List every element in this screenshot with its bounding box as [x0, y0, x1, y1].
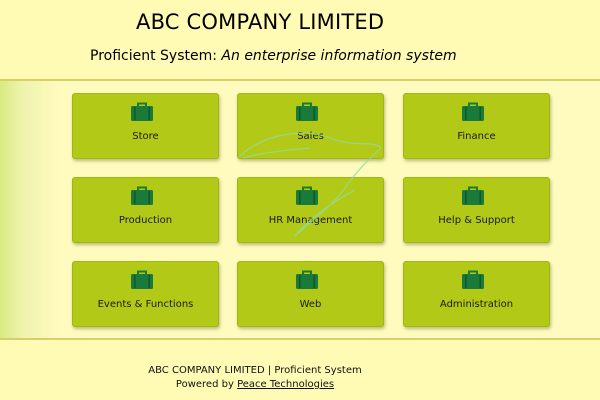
briefcase-icon	[296, 270, 318, 289]
tile-hr-management[interactable]: HR Management	[237, 177, 384, 243]
tile-label: Sales	[297, 131, 324, 142]
tile-label: Web	[299, 299, 322, 310]
briefcase-icon	[462, 102, 484, 121]
briefcase-icon	[131, 270, 153, 289]
briefcase-icon	[131, 102, 153, 121]
tile-label: HR Management	[268, 215, 353, 226]
briefcase-icon	[296, 102, 318, 121]
tile-events-functions[interactable]: Events & Functions	[72, 261, 219, 327]
tile-finance[interactable]: Finance	[403, 93, 550, 159]
tile-help-support[interactable]: Help & Support	[403, 177, 550, 243]
footer-divider	[0, 338, 600, 340]
company-title: ABC COMPANY LIMITED	[136, 10, 385, 34]
system-description: An enterprise information system	[221, 48, 457, 64]
tile-administration[interactable]: Administration	[403, 261, 550, 327]
module-grid: Store Sales Finance	[0, 81, 600, 338]
tile-sales[interactable]: Sales	[237, 93, 384, 159]
briefcase-icon	[462, 270, 484, 289]
briefcase-icon	[131, 186, 153, 205]
tile-label: Help & Support	[438, 215, 515, 226]
footer: ABC COMPANY LIMITED | Proficient System …	[0, 340, 600, 400]
tile-production[interactable]: Production	[72, 177, 219, 243]
footer-powered-by: Powered by Peace Technologies	[0, 378, 510, 392]
tile-label: Finance	[457, 131, 496, 142]
tile-label: Production	[118, 215, 173, 226]
tile-store[interactable]: Store	[72, 93, 219, 159]
tile-label: Events & Functions	[97, 299, 194, 310]
tile-label: Administration	[439, 299, 514, 310]
tile-label: Store	[132, 131, 159, 142]
briefcase-icon	[462, 186, 484, 205]
briefcase-icon	[296, 186, 318, 205]
tile-web[interactable]: Web	[237, 261, 384, 327]
powered-by-label: Powered by	[175, 379, 234, 390]
header: ABC COMPANY LIMITED Proficient System: A…	[0, 0, 600, 78]
peace-technologies-link[interactable]: Peace Technologies	[237, 379, 335, 390]
system-name: Proficient System:	[90, 48, 217, 64]
system-subtitle: Proficient System: An enterprise informa…	[90, 46, 457, 66]
footer-copyright: ABC COMPANY LIMITED | Proficient System	[148, 365, 362, 376]
header-divider	[0, 79, 600, 81]
